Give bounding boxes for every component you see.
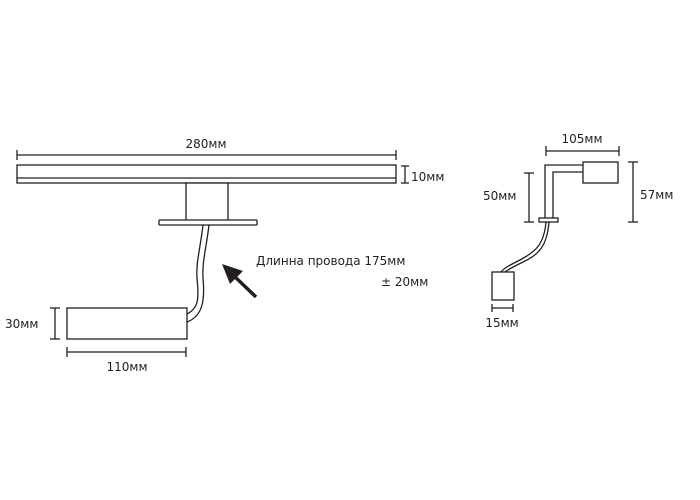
side-mount-plate xyxy=(538,217,559,223)
driver-width-dimension: 110мм xyxy=(66,347,187,374)
reach-label: 105мм xyxy=(561,132,602,146)
mount-stem xyxy=(185,182,229,222)
side-light-head xyxy=(582,161,619,184)
side-driver-width-dimension: 15мм xyxy=(485,304,519,330)
bar-height-dimension: 10мм xyxy=(401,165,444,184)
arrow-icon xyxy=(222,264,258,299)
side-arm xyxy=(544,164,585,220)
total-height-label: 57мм xyxy=(640,188,673,202)
side-view: 105мм 57мм 50мм 15мм xyxy=(483,132,673,330)
cable-length-note: Длинна провода 175мм xyxy=(256,254,405,268)
arm-height-label: 50мм xyxy=(483,189,516,203)
front-view: 280мм 10мм 30мм 110мм xyxy=(5,137,444,374)
driver-box xyxy=(66,307,188,340)
cable xyxy=(186,224,210,323)
mount-plate xyxy=(158,219,258,226)
driver-height-label: 30мм xyxy=(5,317,38,331)
side-driver-box xyxy=(491,271,515,301)
arm-height-dimension: 50мм xyxy=(483,172,534,223)
driver-height-dimension: 30мм xyxy=(5,307,60,340)
side-cable xyxy=(500,221,550,273)
driver-width-label: 110мм xyxy=(106,360,147,374)
side-driver-width-label: 15мм xyxy=(485,316,518,330)
reach-dimension: 105мм xyxy=(545,132,620,156)
total-height-dimension: 57мм xyxy=(628,161,673,223)
width-label: 280мм xyxy=(185,137,226,151)
bar-height-label: 10мм xyxy=(411,170,444,184)
cable-length-tolerance: ± 20мм xyxy=(381,275,428,289)
width-dimension: 280мм xyxy=(16,137,397,160)
light-bar xyxy=(16,164,397,184)
